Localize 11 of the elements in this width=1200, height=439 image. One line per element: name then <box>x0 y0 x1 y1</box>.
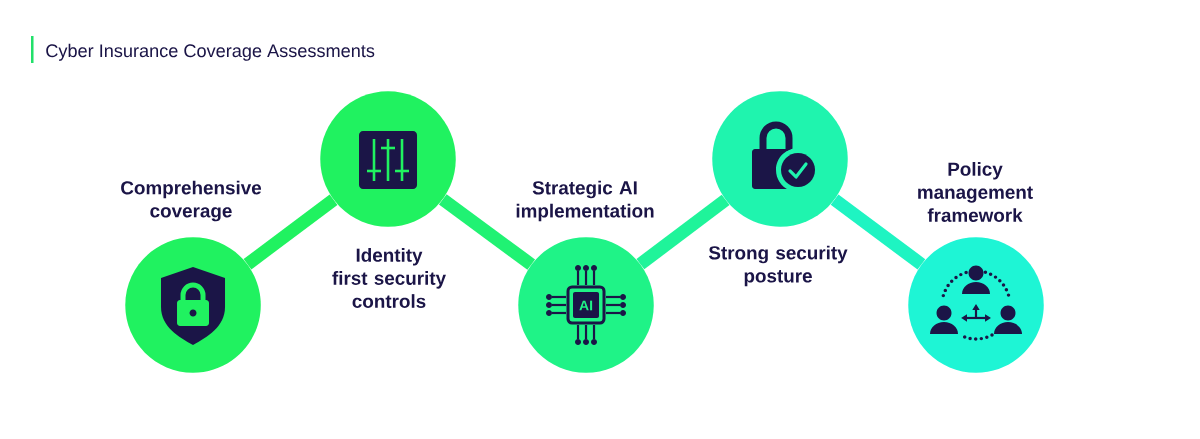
connector-line <box>636 194 730 270</box>
step-label: Strategic AI implementation <box>516 180 654 222</box>
connector-line <box>438 194 536 270</box>
connector-line <box>830 194 926 270</box>
step-label: Policy management framework <box>918 162 1033 222</box>
step-label: Strong security posture <box>708 245 848 287</box>
step-label: Comprehensive coverage <box>121 180 262 222</box>
step-label: Identity first security controls <box>332 248 446 308</box>
title: Cyber Insurance Coverage Assessments <box>46 43 375 61</box>
connector-line <box>243 194 338 270</box>
chip-text: AI <box>579 300 593 311</box>
